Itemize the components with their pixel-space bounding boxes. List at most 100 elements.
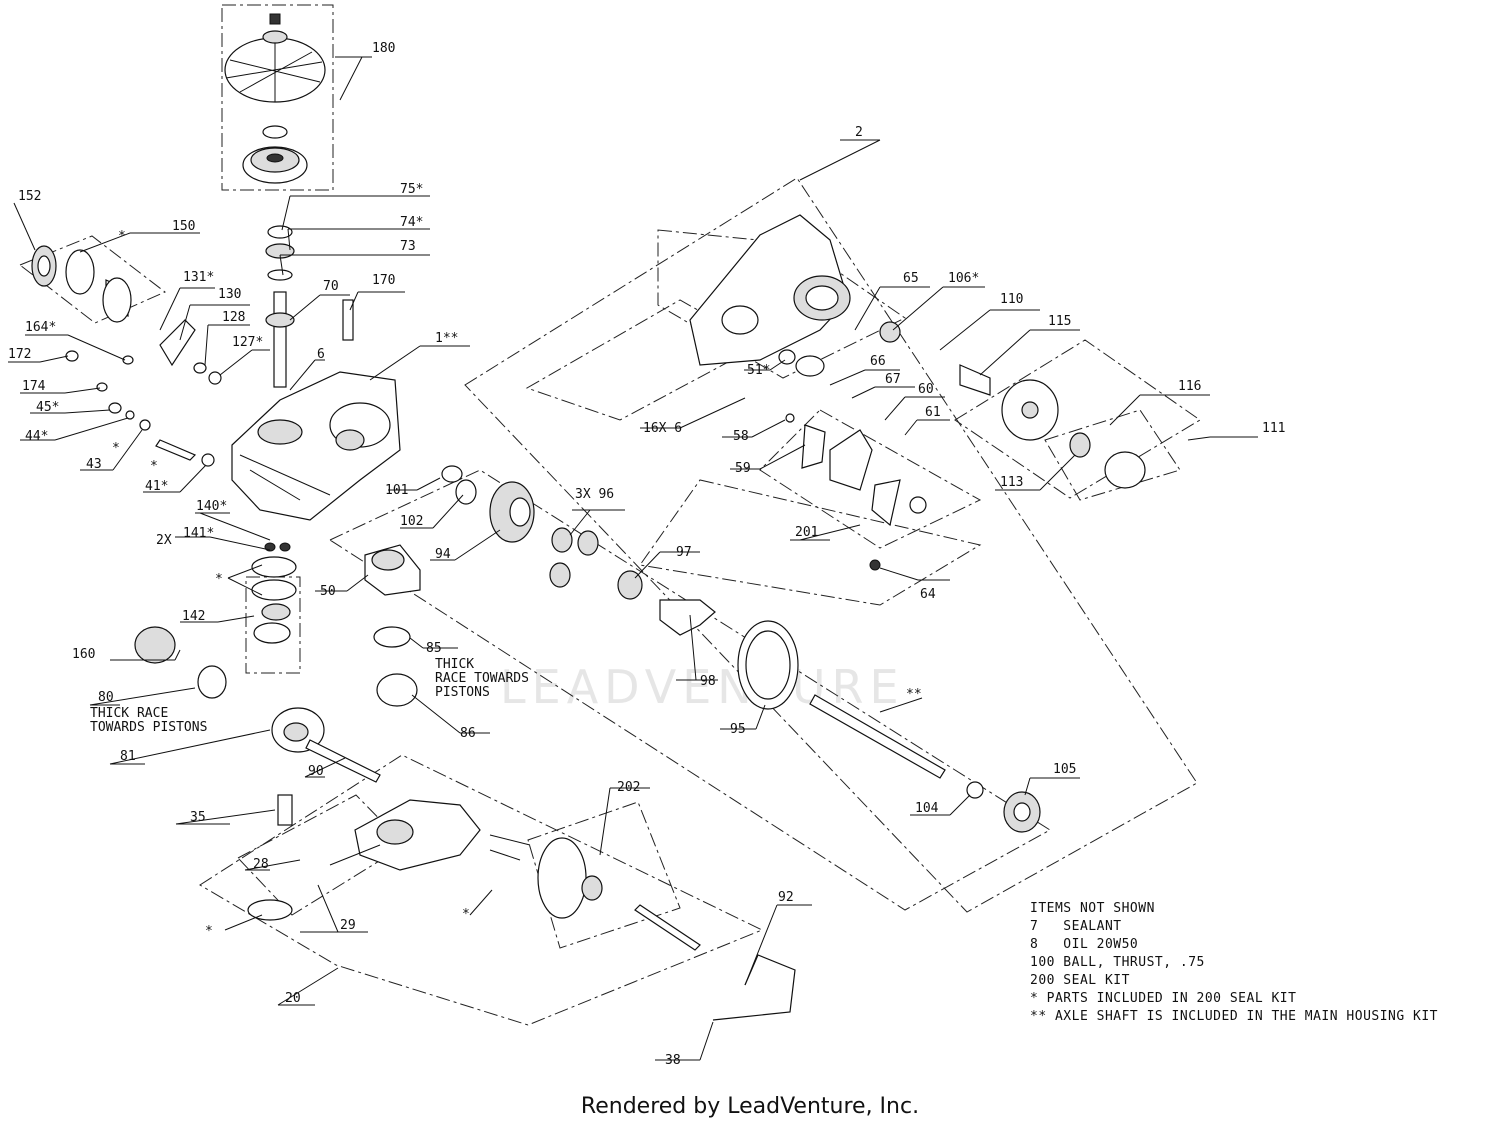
callout-94: 94 — [435, 547, 451, 562]
callout-60: 60 — [918, 382, 934, 397]
callout-6: 6 — [317, 347, 325, 362]
callout-85: 85 — [426, 641, 442, 656]
callout-116: 116 — [1178, 379, 1201, 394]
callout-160: 160 — [72, 647, 95, 662]
callout-142: 142 — [182, 609, 205, 624]
callout-152: 152 — [18, 189, 41, 204]
note-line: 7 SEALANT — [1030, 919, 1122, 934]
callout-174: 174 — [22, 379, 46, 394]
callout-106: 106* — [948, 271, 979, 286]
notes-title: ITEMS NOT SHOWN — [1030, 901, 1155, 916]
note-line: 8 OIL 20W50 — [1030, 937, 1139, 952]
part-main-housing — [231, 371, 401, 521]
callout-180: 180 — [372, 41, 395, 56]
callout-75: 75* — [400, 182, 423, 197]
part-gears — [441, 465, 799, 710]
callout-labels: 180 2 152 * 150 75* 74* 73 70 170 131* 1… — [8, 41, 1285, 1068]
callout-85-note2: RACE TOWARDS — [435, 671, 529, 686]
part-hub — [778, 321, 1146, 489]
callout-111: 111 — [1262, 421, 1285, 436]
callout-67: 67 — [885, 372, 901, 387]
callout-95: 95 — [730, 722, 746, 737]
callout-61: 61 — [925, 405, 941, 420]
callout-73: 73 — [400, 239, 416, 254]
callout-28: 28 — [253, 857, 269, 872]
callout-35: 35 — [190, 810, 206, 825]
callout-104: 104 — [915, 801, 939, 816]
callout-150: 150 — [172, 219, 195, 234]
part-brake-linkage — [785, 413, 927, 571]
callout-74: 74* — [400, 215, 423, 230]
callout-98: 98 — [700, 674, 716, 689]
callout-105: 105 — [1053, 762, 1076, 777]
callout-172: 172 — [8, 347, 31, 362]
callout-90: 90 — [308, 764, 324, 779]
callout-38: 38 — [665, 1053, 681, 1068]
part-center-section — [329, 544, 531, 871]
callout-201: 201 — [795, 525, 818, 540]
callout-80-note1: THICK RACE — [90, 706, 168, 721]
callout-110: 110 — [1000, 292, 1023, 307]
callout-131: 131* — [183, 270, 214, 285]
callout-41: 41* — [145, 479, 168, 494]
callout-51: 51* — [747, 363, 770, 378]
items-not-shown-notes: ITEMS NOT SHOWN 7 SEALANT 8 OIL 20W50 10… — [1030, 900, 1438, 1026]
callout-44: 44* — [25, 429, 48, 444]
callout-92: 92 — [778, 890, 794, 905]
note-line: 200 SEAL KIT — [1030, 973, 1130, 988]
part-filter — [31, 245, 132, 323]
callout-43-star: * — [112, 441, 120, 456]
callout-140: 140* — [196, 499, 227, 514]
part-control-arm — [65, 319, 222, 467]
callout-97: 97 — [676, 545, 692, 560]
callout-59: 59 — [735, 461, 751, 476]
callout-142-star: * — [215, 572, 223, 587]
callout-127: 127* — [232, 335, 263, 350]
callout-80: 80 — [98, 690, 114, 705]
part-fan-pulley — [224, 13, 326, 184]
callout-29: 29 — [340, 918, 356, 933]
callout-141: 141* — [183, 526, 214, 541]
callout-20-star: * — [205, 924, 213, 939]
group-outlines — [19, 4, 1201, 1026]
callout-113: 113 — [1000, 475, 1023, 490]
callout-66: 66 — [870, 354, 886, 369]
callout-101: 101 — [385, 483, 408, 498]
callout-115: 115 — [1048, 314, 1071, 329]
part-input-shaft — [265, 225, 354, 388]
footer-credit: Rendered by LeadVenture, Inc. — [580, 1094, 920, 1119]
callout-65: 65 — [903, 271, 919, 286]
part-charge-pump — [251, 542, 297, 644]
callout-102: 102 — [400, 514, 423, 529]
note-line: * PARTS INCLUDED IN 200 SEAL KIT — [1030, 991, 1297, 1006]
callout-99: ** — [906, 687, 922, 702]
part-side-housing — [689, 214, 851, 366]
callout-170: 170 — [372, 273, 395, 288]
callout-81: 81 — [120, 749, 136, 764]
part-pump-block — [134, 626, 381, 826]
callout-85-note3: PISTONS — [435, 685, 490, 700]
callout-130: 130 — [218, 287, 241, 302]
leader-lines — [8, 56, 1258, 1061]
callout-150-star: * — [118, 229, 126, 244]
callout-2: 2 — [855, 125, 863, 140]
callout-3x96: 3X 96 — [575, 487, 614, 502]
part-bypass-rod — [247, 837, 796, 1021]
callout-64: 64 — [920, 587, 936, 602]
callout-80-note2: TOWARDS PISTONS — [90, 720, 207, 735]
callout-202: 202 — [617, 780, 640, 795]
callout-85-note1: THICK — [435, 657, 474, 672]
callout-164: 164* — [25, 320, 56, 335]
callout-45: 45* — [36, 400, 59, 415]
note-line: ** AXLE SHAFT IS INCLUDED IN THE MAIN HO… — [1030, 1009, 1439, 1024]
callout-50: 50 — [320, 584, 336, 599]
callout-58: 58 — [733, 429, 749, 444]
callout-2x: 2X — [156, 533, 172, 548]
callout-86: 86 — [460, 726, 476, 741]
callout-128: 128 — [222, 310, 245, 325]
callout-41-star: * — [150, 459, 158, 474]
callout-70: 70 — [323, 279, 339, 294]
part-axle — [809, 694, 1041, 833]
callout-43: 43 — [86, 457, 102, 472]
